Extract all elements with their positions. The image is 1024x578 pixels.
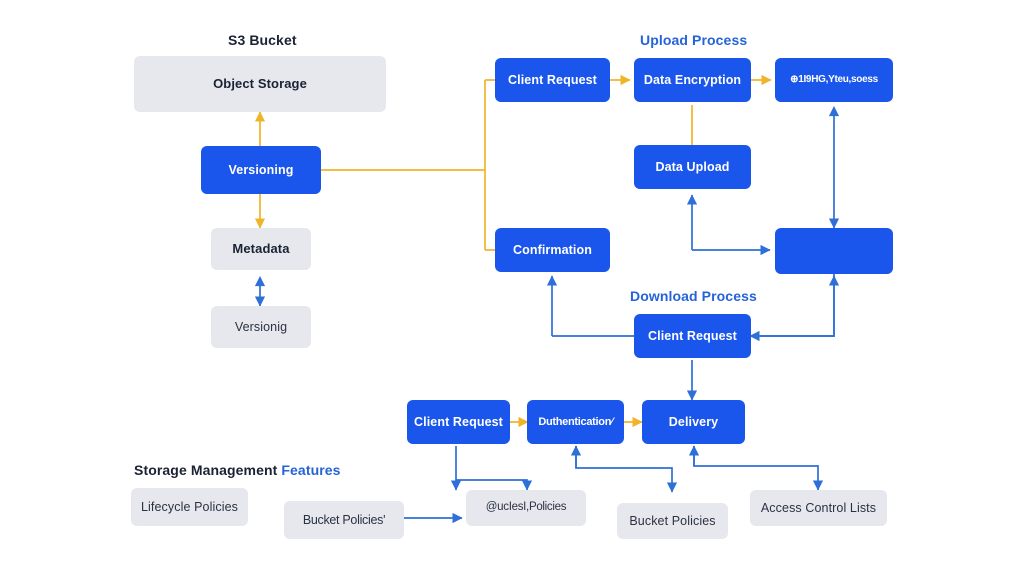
node-data-upload[interactable]: Data Upload <box>634 145 751 189</box>
node-versioning-ghost[interactable]: Versionig <box>211 306 311 348</box>
node-access-control-lists[interactable]: Access Control Lists <box>750 490 887 526</box>
node-download-client-request[interactable]: Client Request <box>634 314 751 358</box>
heading-upload-process: Upload Process <box>640 32 748 48</box>
node-delivery[interactable]: Delivery <box>642 400 745 444</box>
node-bucket-policies[interactable]: Bucket Policies <box>617 503 728 539</box>
node-upload-empty[interactable] <box>775 228 893 274</box>
node-bucket-policies-left[interactable]: Bucket Policies' <box>284 501 404 539</box>
heading-download-process: Download Process <box>630 288 757 304</box>
heading-s3-bucket: S3 Bucket <box>228 32 297 48</box>
node-download-client-request-2[interactable]: Client Request <box>407 400 510 444</box>
node-data-encryption[interactable]: Data Encryption <box>634 58 751 102</box>
node-upload-garbled[interactable]: ⊕1I9HG,Yteu,soess <box>775 58 893 102</box>
heading-storage-management-text: Storage Management <box>134 462 278 478</box>
node-versioning[interactable]: Versioning <box>201 146 321 194</box>
node-confirmation[interactable]: Confirmation <box>495 228 610 272</box>
node-lifecycle-policies[interactable]: Lifecycle Policies <box>131 488 248 526</box>
node-object-storage[interactable]: Object Storage <box>134 56 386 112</box>
node-upload-client-request[interactable]: Client Request <box>495 58 610 102</box>
node-authentication[interactable]: Duthentication⁄ <box>527 400 624 444</box>
heading-storage-management: Storage Management Features <box>134 462 341 478</box>
node-metadata[interactable]: Metadata <box>211 228 311 270</box>
node-bucket-policies-garbled[interactable]: @ucIesI,Policies <box>466 490 586 526</box>
heading-storage-management-accent: Features <box>281 462 341 478</box>
